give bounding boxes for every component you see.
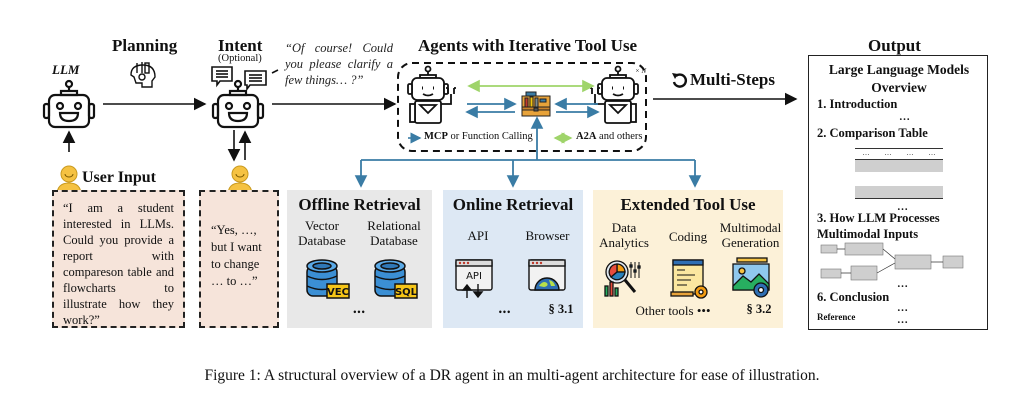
- report-flowchart: [820, 242, 964, 281]
- report-table-cell: …: [884, 149, 892, 157]
- report-title-line1: Large Language Models: [828, 62, 970, 77]
- online-more: •••: [498, 307, 512, 317]
- flow-node: [850, 265, 878, 281]
- chat-bubble-icon: [211, 66, 279, 92]
- vector-database-icon: VEC: [306, 259, 350, 299]
- legend-mcp: MCP or Function Calling: [410, 131, 533, 142]
- flow-node: [894, 254, 932, 270]
- data-analytics-icon: [604, 260, 641, 297]
- intent-robot-icon: [211, 79, 265, 129]
- planning-label: Planning: [112, 36, 178, 55]
- api-badge: API: [466, 271, 482, 282]
- online-icons: API: [455, 259, 566, 299]
- legend-a2a: A2A and others: [576, 131, 643, 142]
- offline-icons: VEC SQL: [306, 259, 418, 299]
- output-report: Large Language Models Overview 1. Introd…: [808, 55, 988, 330]
- extended-section-ref: § 3.2: [746, 302, 772, 316]
- loop-arrowhead: [672, 73, 678, 79]
- output-title: Output: [868, 36, 921, 55]
- multi-steps-label: Multi-Steps: [690, 70, 775, 89]
- user-followup-box: “Yes, …, but I want to change … to …”: [199, 190, 279, 328]
- online-section-ref: § 3.1: [548, 302, 574, 316]
- user-followup-text: “Yes, …, but I want to change … to …”: [211, 223, 262, 288]
- report-ellipsis: …: [897, 201, 908, 213]
- report-ellipsis: …: [899, 111, 910, 123]
- api-icon: API: [455, 259, 493, 299]
- vec-badge: VEC: [327, 287, 349, 298]
- offline-more: •••: [353, 307, 366, 317]
- flow-node: [942, 255, 964, 269]
- offline-retrieval-title: Offline Retrieval: [298, 195, 421, 214]
- browser-label: Browser: [525, 228, 570, 243]
- report-table-cell: …: [928, 149, 936, 157]
- browser-icon: [528, 259, 566, 291]
- report-section-introduction: 1. Introduction: [817, 97, 898, 111]
- clarify-quote: “Of course! Could you please clarify a f…: [285, 41, 393, 87]
- report-table-cell: …: [862, 149, 870, 157]
- sql-badge: SQL: [395, 287, 418, 298]
- legend-mcp-bold: MCP: [424, 131, 448, 142]
- legend-a2a-text: and others: [596, 131, 643, 142]
- legend-a2a-bold: A2A: [576, 131, 597, 142]
- agents-title: Agents with Iterative Tool Use: [418, 36, 638, 55]
- api-label: API: [467, 228, 489, 243]
- report-table-cell: …: [906, 149, 914, 157]
- report-ellipsis: …: [897, 302, 908, 314]
- report-ellipsis: …: [897, 278, 908, 290]
- multimodal-generation-icon: [732, 257, 770, 298]
- report-section-reference: Reference: [817, 312, 856, 322]
- planning-head-icon: [130, 62, 156, 88]
- report-section-multimodal-2: Multimodal Inputs: [817, 227, 919, 241]
- multi-steps-loop-icon: [672, 73, 688, 88]
- agent-multiplier: × N: [635, 67, 647, 75]
- report-title-line2: Overview: [871, 80, 927, 95]
- user-query-text: “I am a student interested in LLMs. Coul…: [63, 201, 174, 327]
- online-retrieval-panel: Online Retrieval API Browser API ••• § 3…: [443, 190, 583, 328]
- report-section-multimodal: 3. How LLM Processes: [817, 211, 940, 225]
- toolbox-icon: [521, 91, 551, 117]
- flow-node: [844, 242, 884, 256]
- agents-box: [397, 62, 647, 152]
- coding-label: Coding: [668, 229, 708, 244]
- agent-robot-icon: [407, 65, 456, 124]
- offline-retrieval-panel: Offline Retrieval Vector Database Relati…: [287, 190, 432, 328]
- report-table: … … … …: [855, 148, 943, 199]
- flow-node: [820, 244, 838, 254]
- user-input-title: User Input: [82, 169, 156, 186]
- online-retrieval-title: Online Retrieval: [452, 195, 574, 214]
- flow-node: [820, 268, 842, 279]
- report-section-comparison: 2. Comparison Table: [817, 126, 928, 140]
- relational-database-icon: SQL: [374, 259, 418, 299]
- intent-optional-label: (Optional): [218, 53, 262, 64]
- other-tools-label: Other tools •••: [635, 303, 711, 318]
- multimodal-generation-label: Multimodal Generation: [719, 220, 782, 250]
- intent-label: Intent: [218, 36, 263, 55]
- coding-icon: [670, 259, 708, 299]
- user-query-box: “I am a student interested in LLMs. Coul…: [52, 190, 185, 328]
- figure-caption: Figure 1: A structural overview of a DR …: [204, 367, 820, 384]
- extended-tool-panel: Extended Tool Use Data Analytics Coding …: [593, 190, 783, 328]
- agent-robot-n-icon: [590, 65, 639, 124]
- vector-db-label: Vector Database: [298, 218, 346, 248]
- report-ellipsis: …: [897, 314, 908, 326]
- extended-icons: [604, 257, 770, 299]
- relational-db-label: Relational Database: [367, 218, 421, 248]
- llm-label: LLM: [52, 62, 80, 77]
- extended-tool-title: Extended Tool Use: [620, 195, 756, 214]
- data-analytics-label: Data Analytics: [599, 220, 649, 250]
- llm-robot-icon: [42, 79, 96, 129]
- legend-mcp-text: or Function Calling: [447, 131, 533, 142]
- report-section-conclusion: 6. Conclusion: [817, 290, 890, 304]
